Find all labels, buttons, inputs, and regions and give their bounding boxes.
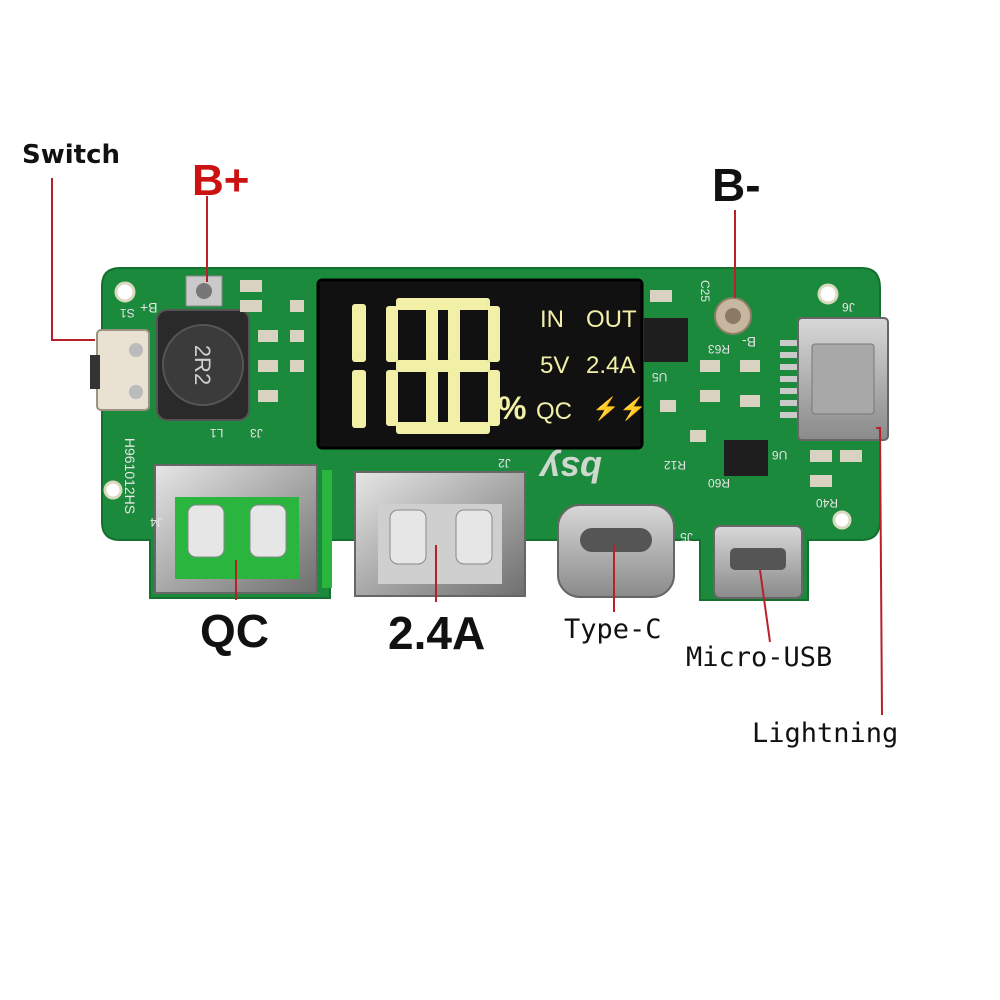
j3-marking: J3 (250, 426, 263, 440)
lightning-pins (780, 340, 802, 418)
c25-marking: C25 (698, 279, 713, 303)
smd-components-left (240, 280, 304, 402)
l1-marking: L1 (210, 426, 224, 440)
mount-hole (103, 480, 123, 500)
lcd-qc-label: QC (536, 398, 572, 425)
bminus-silk-marking: B- (742, 334, 756, 350)
lcd-in-label: IN (540, 306, 564, 333)
lcd-out-label: OUT (586, 306, 637, 333)
model-marking: H961012HS (122, 437, 139, 515)
lcd-percent: % (498, 390, 527, 426)
switch-pointer (51, 178, 95, 341)
lcd-volt-label: 5V (540, 352, 570, 379)
amp-label: 2.4A (388, 607, 486, 659)
r60-marking: R60 (708, 476, 731, 490)
j6-marking: J6 (842, 300, 855, 314)
chip-u6 (724, 440, 768, 476)
lightning-pointer (876, 427, 883, 716)
qc-label: QC (200, 605, 269, 657)
smd-components-right (650, 290, 862, 487)
b-minus-label: B- (712, 159, 761, 211)
brand-marking: bsy (540, 449, 603, 490)
micro-usb-pointer (759, 569, 771, 643)
u6-marking: U6 (772, 448, 788, 462)
lightning-label: Lightning (752, 718, 899, 749)
lcd-amp-label: 2.4A (586, 352, 636, 379)
pointer-lines (51, 178, 883, 716)
j5-marking: J5 (680, 530, 693, 544)
lcd-digit-eight-2 (426, 298, 500, 434)
switch-body (96, 329, 150, 411)
switch-lever (90, 355, 100, 389)
s1-marking: S1 (120, 306, 135, 320)
r40-marking: R40 (816, 496, 839, 510)
mount-hole (832, 510, 852, 530)
lcd-bolt-icon: ⚡⚡ (592, 396, 647, 421)
r12-marking: R12 (664, 458, 687, 472)
j4-marking: J4 (150, 515, 163, 529)
mount-hole (817, 283, 839, 305)
mount-hole (114, 281, 136, 303)
j2-marking: J2 (498, 456, 511, 470)
b-plus-label: B+ (192, 156, 250, 205)
r63-marking: R63 (708, 342, 731, 356)
inductor-marking: 2R2 (190, 344, 216, 386)
type-c-label: Type-C (564, 614, 662, 645)
lcd-digits (352, 298, 460, 434)
u5-marking: U5 (652, 370, 668, 384)
switch-label: Switch (22, 140, 121, 170)
bplus-silk-marking: B+ (140, 300, 158, 316)
micro-usb-label: Micro-USB (686, 642, 833, 673)
chip-u5 (644, 318, 688, 362)
